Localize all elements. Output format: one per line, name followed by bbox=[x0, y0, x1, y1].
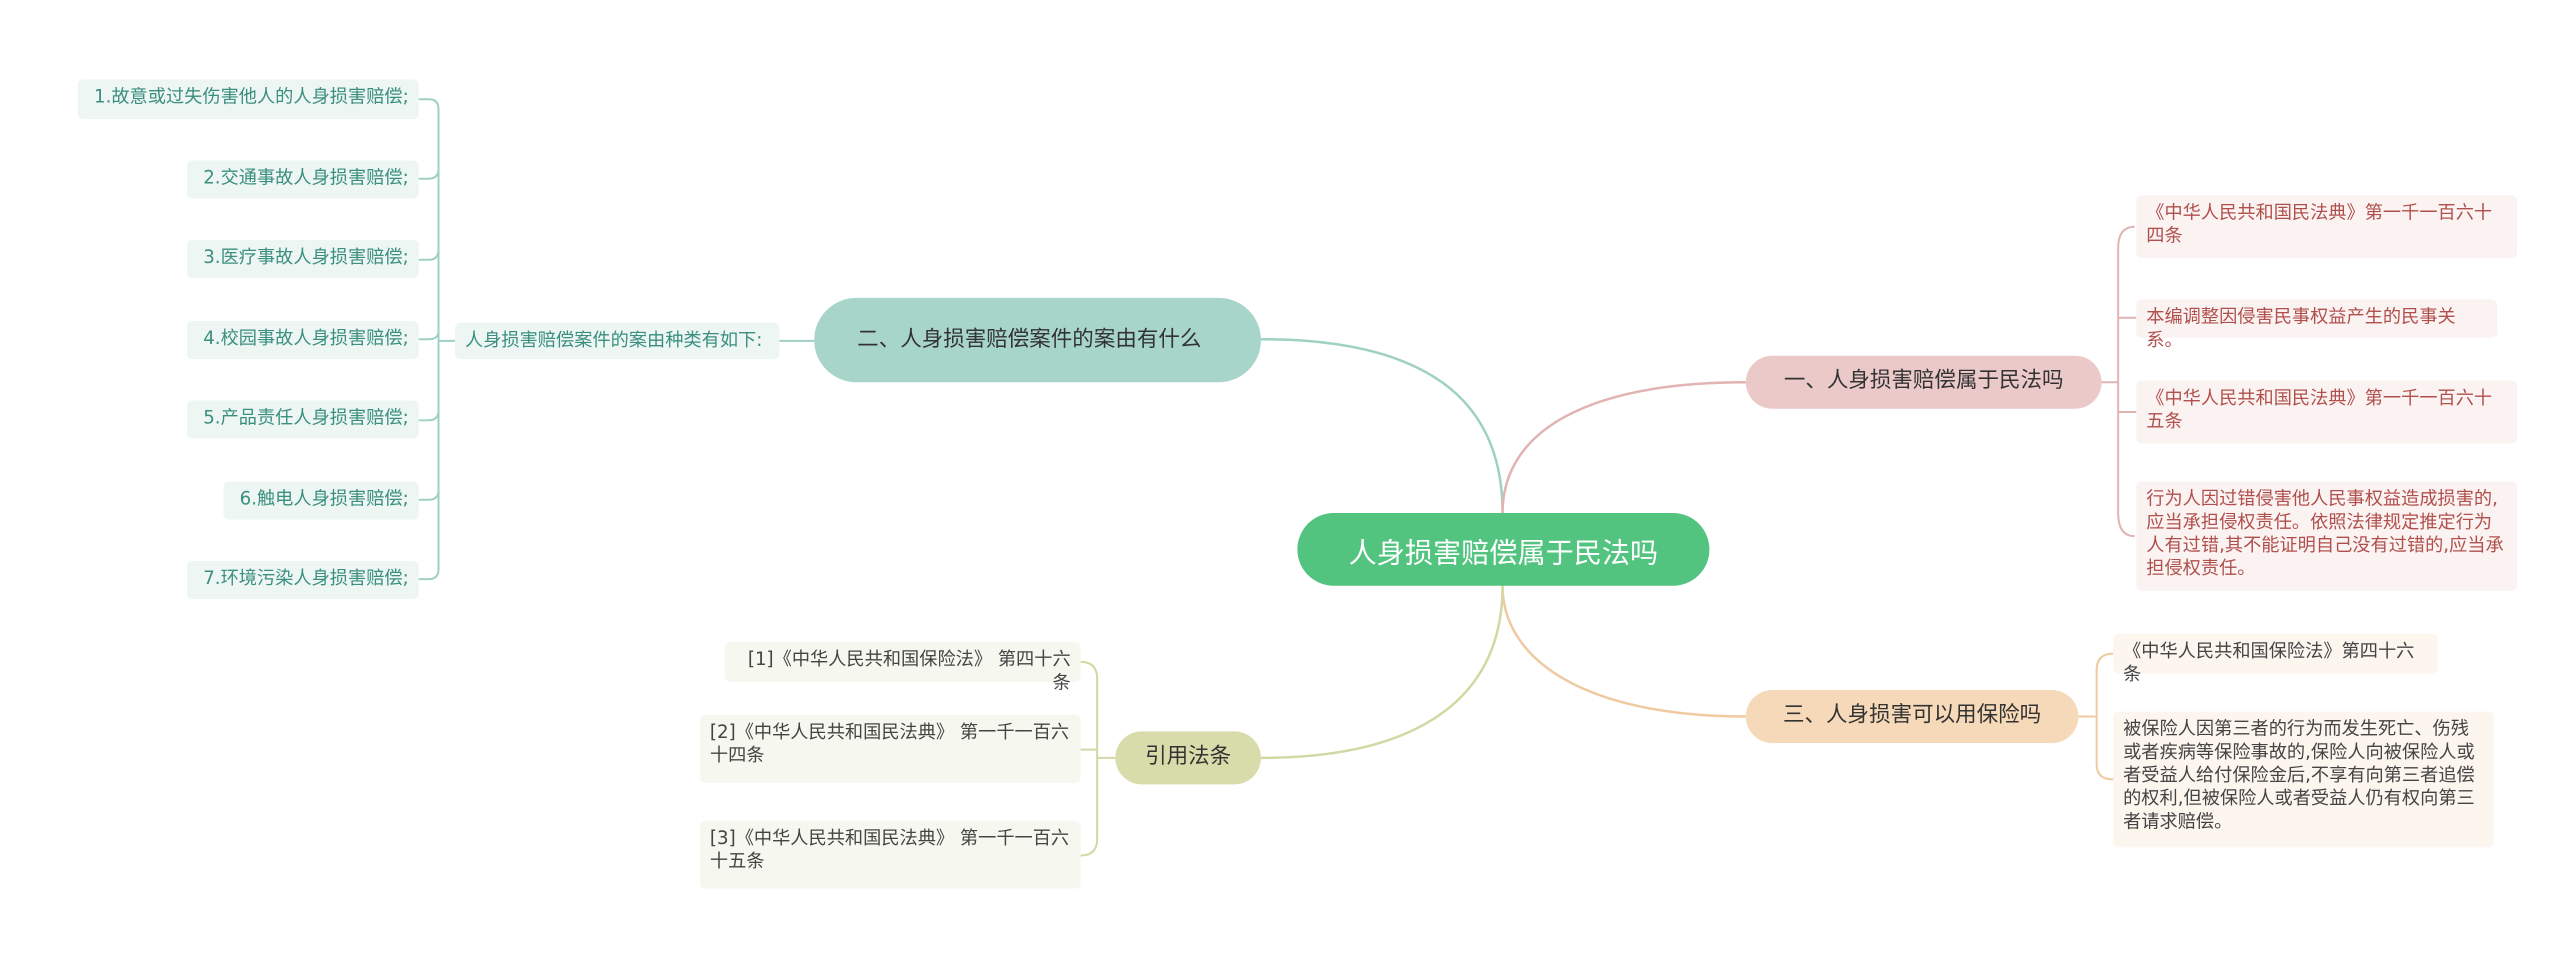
bracket-insurance bbox=[2078, 652, 2114, 781]
root-node[interactable]: 人身损害赔偿属于民法吗 bbox=[1297, 512, 1710, 586]
insurance-item-1[interactable]: 《中华人民共和国保险法》第四十六条 bbox=[2113, 633, 2438, 685]
topic-civil-law[interactable]: 一、人身损害赔偿属于民法吗 bbox=[1745, 355, 2102, 409]
insurance-item-2[interactable]: 被保险人因第三者的行为而发生死亡、伤残或者疾病等保险事故的,保险人向被保险人或者… bbox=[2113, 711, 2494, 848]
link-root-insurance bbox=[1501, 585, 1746, 718]
reference-item-1[interactable]: [1]《中华人民共和国保险法》 第四十六条 bbox=[724, 642, 1081, 693]
reference-item-2[interactable]: [2]《中华人民共和国民法典》 第一千一百六十四条 bbox=[699, 714, 1081, 783]
bracket-case bbox=[418, 98, 456, 581]
topic-references[interactable]: 引用法条 bbox=[1115, 731, 1261, 785]
civil-item-4[interactable]: 行为人因过错侵害他人民事权益造成损害的,应当承担侵权责任。依照法律规定推定行为人… bbox=[2136, 481, 2517, 591]
bracket-civil bbox=[2101, 225, 2137, 538]
topic-insurance[interactable]: 三、人身损害可以用保险吗 bbox=[1745, 690, 2079, 744]
case-item-3[interactable]: 3.医疗事故人身损害赔偿; bbox=[186, 239, 419, 279]
link-root-case bbox=[1260, 337, 1504, 513]
case-item-5[interactable]: 5.产品责任人身损害赔偿; bbox=[186, 400, 419, 439]
case-item-1[interactable]: 1.故意或过失伤害他人的人身损害赔偿; bbox=[77, 79, 419, 120]
link-root-refs bbox=[1260, 585, 1504, 760]
reference-item-3[interactable]: [3]《中华人民共和国民法典》 第一千一百六十五条 bbox=[699, 820, 1081, 889]
case-item-4[interactable]: 4.校园事故人身损害赔偿; bbox=[186, 321, 419, 360]
topic-case-types-label: 二、人身损害赔偿案件的案由有什么 bbox=[857, 326, 1202, 352]
case-item-7[interactable]: 7.环境污染人身损害赔偿; bbox=[186, 560, 419, 600]
case-item-6[interactable]: 6.触电人身损害赔偿; bbox=[223, 481, 419, 520]
case-item-2[interactable]: 2.交通事故人身损害赔偿; bbox=[186, 160, 419, 199]
civil-item-2[interactable]: 本编调整因侵害民事权益产生的民事关系。 bbox=[2136, 299, 2498, 351]
civil-item-3[interactable]: 《中华人民共和国民法典》第一千一百六十五条 bbox=[2136, 380, 2517, 444]
bracket-refs bbox=[1080, 660, 1116, 857]
civil-item-1[interactable]: 《中华人民共和国民法典》第一千一百六十四条 bbox=[2136, 195, 2517, 259]
case-intro-node[interactable]: 人身损害赔偿案件的案由种类有如下: bbox=[455, 322, 780, 360]
link-root-civil bbox=[1501, 381, 1746, 513]
topic-case-types[interactable]: 二、人身损害赔偿案件的案由有什么 bbox=[814, 297, 1261, 383]
